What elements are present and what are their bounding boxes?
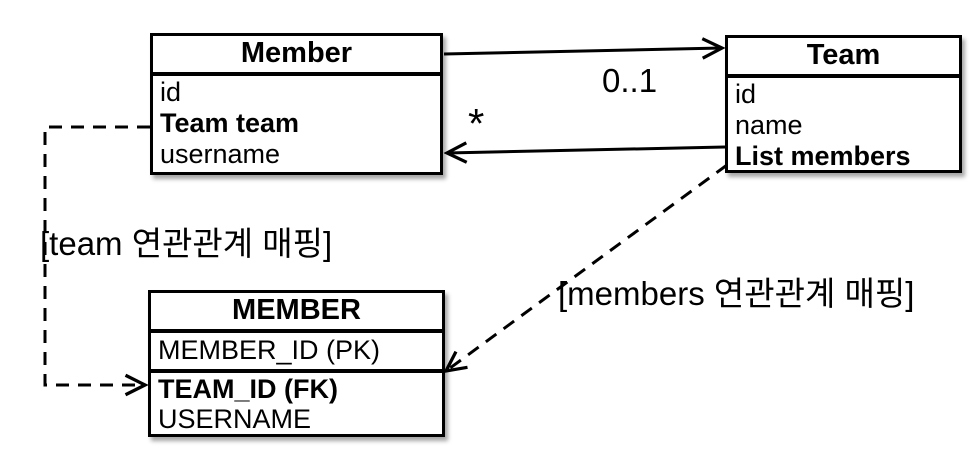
member-field-team: Team team bbox=[160, 108, 300, 138]
member-field-id: id bbox=[160, 77, 182, 107]
members-field-mapping-dashed-arrow bbox=[446, 163, 728, 371]
member-to-team-association-arrow bbox=[443, 48, 722, 54]
multiplicity-many-label: * bbox=[468, 100, 485, 147]
team-field-members: List members bbox=[735, 141, 911, 171]
member-table-title: MEMBER bbox=[151, 293, 442, 333]
team-class-fields: id name List members bbox=[728, 78, 959, 172]
member-field-username: username bbox=[160, 139, 281, 169]
member-class-fields: id Team team username bbox=[153, 76, 440, 170]
team-field-id: id bbox=[735, 79, 757, 109]
team-to-member-association-arrow bbox=[447, 147, 726, 153]
member-table-columns: TEAM_ID (FK) USERNAME bbox=[151, 373, 442, 434]
member-table-box: MEMBER MEMBER_ID (PK) TEAM_ID (FK) USERN… bbox=[148, 290, 445, 437]
member-table-username-column: USERNAME bbox=[158, 404, 312, 434]
team-class-box: Team id name List members bbox=[725, 35, 962, 173]
members-mapping-annotation: [members 연관관계 매핑] bbox=[558, 275, 915, 312]
member-table-pk-column: MEMBER_ID (PK) bbox=[151, 333, 442, 373]
team-field-mapping-dashed-arrow bbox=[43, 125, 150, 385]
team-field-name: name bbox=[735, 110, 803, 140]
team-class-title: Team bbox=[728, 38, 959, 78]
team-mapping-annotation: [team 연관관계 매핑] bbox=[40, 225, 333, 262]
member-class-title: Member bbox=[153, 36, 440, 76]
multiplicity-zero-or-one-label: 0..1 bbox=[602, 62, 658, 99]
member-table-team-id-column: TEAM_ID (FK) bbox=[158, 374, 338, 404]
member-class-box: Member id Team team username bbox=[150, 33, 443, 175]
